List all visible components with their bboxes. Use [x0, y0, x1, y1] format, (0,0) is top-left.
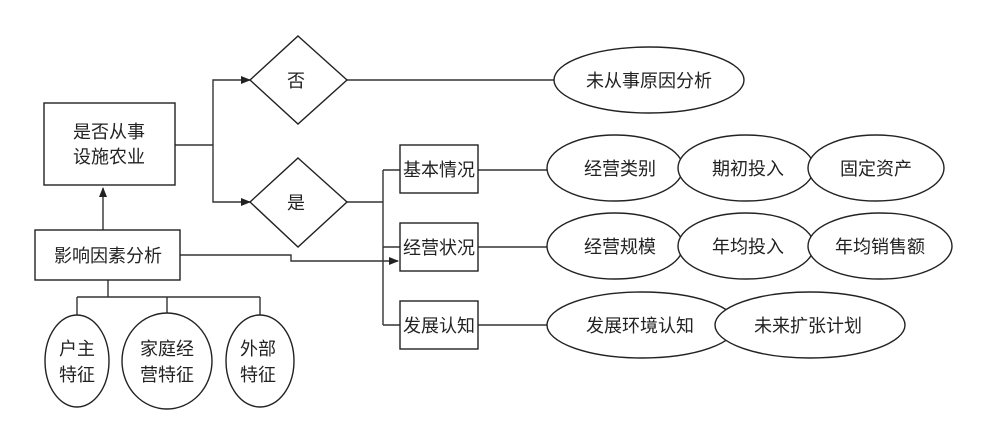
item-expansion-plan: 未来扩张计划	[754, 316, 862, 337]
item-row-development-cognition: 发展环境认知 未来扩张计划	[546, 291, 906, 359]
connector-to-no	[212, 76, 251, 145]
category-basic-info: 基本情况	[399, 144, 479, 194]
item-initial-investment: 期初投入	[712, 159, 784, 180]
connectors	[76, 76, 555, 326]
decision-no-label: 否	[287, 71, 305, 92]
decision-box-line-2: 设施农业	[73, 147, 145, 168]
item-development-environment: 发展环境认知	[586, 316, 694, 337]
item-annual-sales: 年均销售额	[835, 237, 925, 258]
no-outcome-node: 未从事原因分析	[553, 46, 745, 114]
factor-householder-line-2: 特征	[59, 365, 95, 386]
decision-box-line-1: 是否从事	[73, 122, 145, 143]
factor-family-line-1: 家庭经	[140, 339, 194, 360]
factor-analysis-box: 影响因素分析	[34, 229, 181, 281]
category-basic-info-label: 基本情况	[403, 160, 475, 181]
decision-yes-diamond: 是	[248, 157, 349, 248]
category-development-cognition: 发展认知	[399, 300, 479, 350]
category-operation-status-label: 经营状况	[403, 238, 475, 259]
decision-box: 是否从事 设施农业	[43, 102, 176, 186]
category-development-cognition-label: 发展认知	[403, 316, 475, 337]
factor-node-family-business: 家庭经 营特征	[121, 312, 213, 410]
item-row-basic-info: 经营类别 期初投入 固定资产	[546, 134, 945, 202]
item-fixed-assets: 固定资产	[840, 159, 912, 180]
no-outcome-label: 未从事原因分析	[586, 71, 712, 92]
decision-yes-label: 是	[287, 193, 305, 214]
factor-family-line-2: 营特征	[140, 365, 194, 386]
connector-factor-to-status	[180, 254, 399, 265]
item-row-operation-status: 经营规模 年均投入 年均销售额	[546, 212, 953, 280]
category-operation-status: 经营状况	[399, 222, 479, 272]
factor-external-line-2: 特征	[240, 365, 276, 386]
factor-analysis-label: 影响因素分析	[54, 246, 162, 267]
item-annual-investment: 年均投入	[712, 237, 784, 258]
factor-external-line-1: 外部	[240, 339, 276, 360]
factor-node-householder: 户主 特征	[44, 314, 110, 408]
factor-householder-line-1: 户主	[59, 339, 95, 360]
item-business-type: 经营类别	[584, 159, 656, 180]
connector-to-yes	[212, 145, 251, 206]
item-business-scale: 经营规模	[584, 237, 656, 258]
factor-node-external: 外部 特征	[225, 314, 295, 408]
decision-no-diamond: 否	[248, 35, 349, 125]
